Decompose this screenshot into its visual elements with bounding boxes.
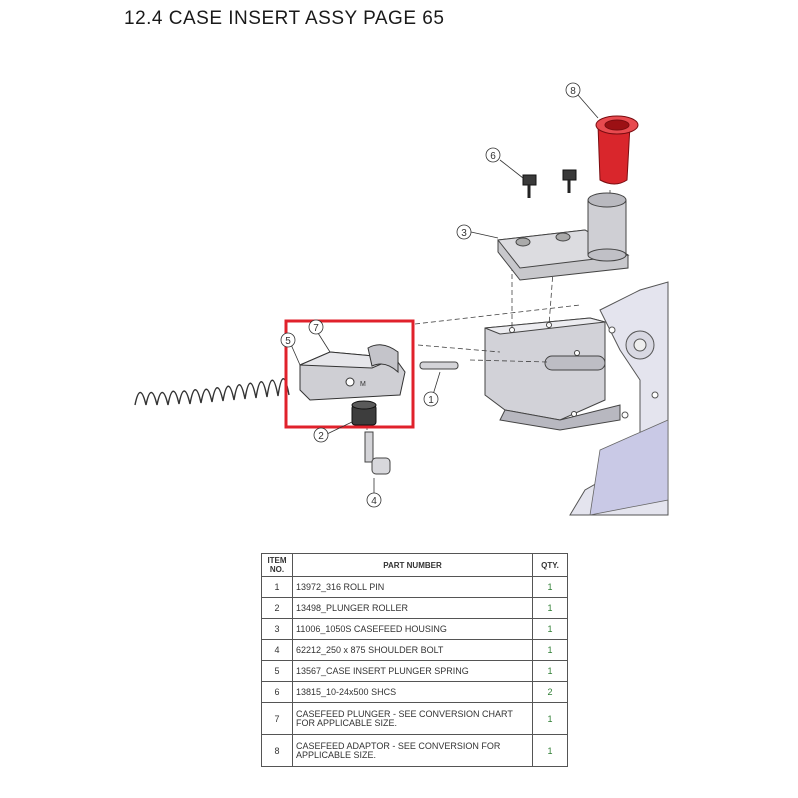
table-row: 3 11006_1050S CASEFEED HOUSING 1 (261, 618, 568, 640)
callout-label-1: 1 (428, 395, 434, 406)
table-row: 1 13972_316 ROLL PIN 1 (261, 576, 568, 598)
bom-part-number: 13498_PLUNGER ROLLER (292, 597, 533, 619)
bom-qty: 1 (532, 660, 568, 682)
bom-part-number: CASEFEED PLUNGER - SEE CONVERSION CHART … (292, 702, 533, 735)
callout-1: 1 (423, 391, 439, 407)
table-row: 7 CASEFEED PLUNGER - SEE CONVERSION CHAR… (261, 702, 568, 735)
plunger-spring (134, 378, 290, 406)
machine-body (569, 281, 669, 516)
callout-8: 8 (565, 82, 581, 98)
bom-qty: 1 (532, 702, 568, 735)
bom-item-no: 5 (261, 660, 293, 682)
shoulder-bolt (364, 431, 391, 475)
callout-label-8: 8 (570, 86, 576, 97)
bom-part-number: 11006_1050S CASEFEED HOUSING (292, 618, 533, 640)
roll-pin (419, 361, 459, 370)
casefeed-plunger: M (299, 344, 406, 401)
bom-qty: 1 (532, 597, 568, 619)
bom-item-no: 4 (261, 639, 293, 661)
bom-qty: 1 (532, 576, 568, 598)
bom-part-number: 13815_10-24x500 SHCS (292, 681, 533, 703)
callout-5: 5 (280, 332, 296, 348)
assembly-guide-lines (366, 190, 611, 440)
table-row: 6 13815_10-24x500 SHCS 2 (261, 681, 568, 703)
callout-label-5: 5 (285, 336, 291, 347)
bom-header-row: ITEM NO. PART NUMBER QTY. (261, 553, 568, 577)
bom-item-no: 3 (261, 618, 293, 640)
bom-qty: 1 (532, 618, 568, 640)
bom-part-number: 13972_316 ROLL PIN (292, 576, 533, 598)
bom-qty: 1 (532, 734, 568, 767)
bom-item-no: 1 (261, 576, 293, 598)
callout-label-2: 2 (318, 431, 324, 442)
callout-2: 2 (313, 427, 329, 443)
callout-3: 3 (456, 224, 472, 240)
bom-item-no: 6 (261, 681, 293, 703)
callout-label-3: 3 (461, 228, 467, 239)
exploded-assembly-diagram: M 8 6 3 7 5 1 2 4 (134, 82, 669, 516)
bill-of-materials-table: ITEM NO. PART NUMBER QTY. 1 13972_316 RO… (261, 553, 568, 767)
callout-label-4: 4 (371, 496, 377, 507)
bom-item-no: 2 (261, 597, 293, 619)
bom-header-part: PART NUMBER (292, 553, 533, 577)
bom-qty: 1 (532, 639, 568, 661)
callout-6: 6 (485, 147, 501, 163)
adaptor-tube (587, 192, 627, 262)
bom-part-number: 13567_CASE INSERT PLUNGER SPRING (292, 660, 533, 682)
shcs-screws (522, 169, 577, 198)
table-row: 2 13498_PLUNGER ROLLER 1 (261, 597, 568, 619)
callout-label-6: 6 (490, 151, 496, 162)
callout-balloons: 8 6 3 7 5 1 2 4 (280, 82, 581, 508)
svg-text:M: M (360, 381, 366, 388)
page-title: 12.4 CASE INSERT ASSY PAGE 65 (124, 8, 445, 29)
table-row: 5 13567_CASE INSERT PLUNGER SPRING 1 (261, 660, 568, 682)
casefeed-housing-block (484, 317, 621, 431)
callout-7: 7 (308, 319, 324, 335)
bom-header-item: ITEM NO. (261, 553, 293, 577)
highlight-box (284, 319, 415, 429)
table-row: 8 CASEFEED ADAPTOR - SEE CONVERSION FOR … (261, 734, 568, 767)
bom-part-number: CASEFEED ADAPTOR - SEE CONVERSION FOR AP… (292, 734, 533, 767)
callout-label-7: 7 (313, 323, 319, 334)
casefeed-adaptor-red (595, 115, 639, 185)
callout-4: 4 (366, 492, 382, 508)
bom-part-number: 62212_250 x 875 SHOULDER BOLT (292, 639, 533, 661)
bom-item-no: 8 (261, 734, 293, 767)
table-row: 4 62212_250 x 875 SHOULDER BOLT 1 (261, 639, 568, 661)
bom-header-qty: QTY. (532, 553, 568, 577)
bom-qty: 2 (532, 681, 568, 703)
bom-item-no: 7 (261, 702, 293, 735)
callout-leaders (288, 94, 599, 498)
plunger-roller (351, 400, 377, 426)
